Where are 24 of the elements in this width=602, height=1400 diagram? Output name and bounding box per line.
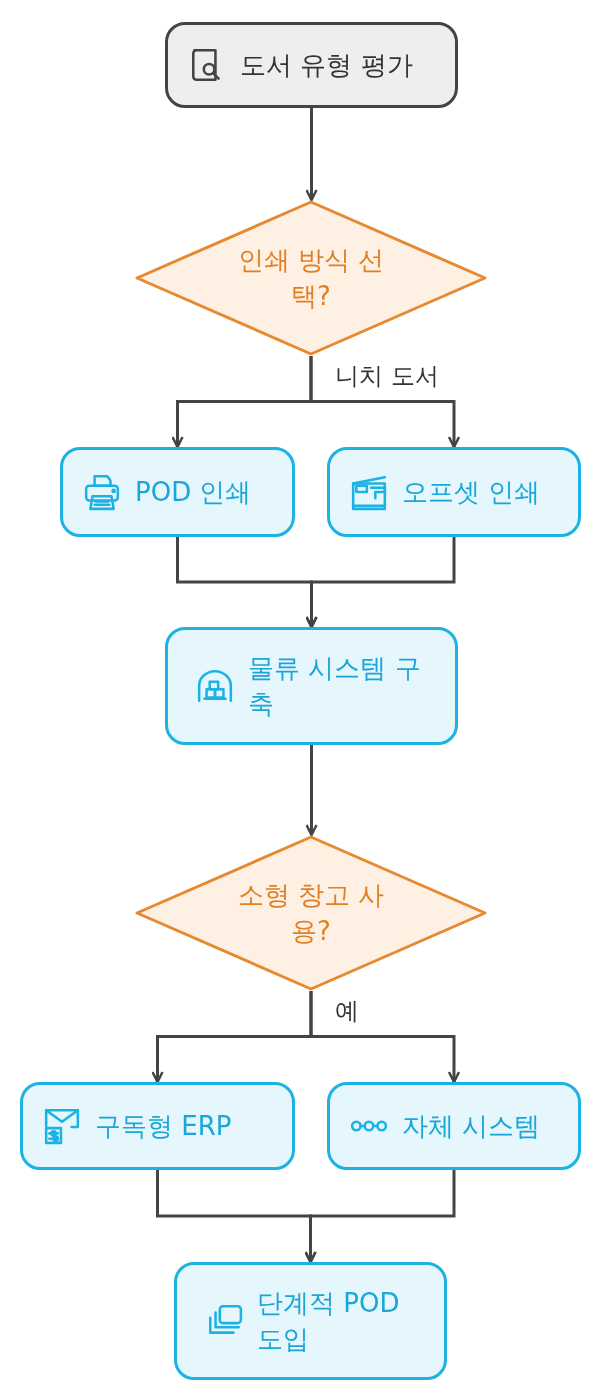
process-box: [174, 1262, 447, 1380]
process-box: [165, 627, 458, 745]
process-box: [327, 1082, 581, 1170]
question-text: 인쇄 방식 선택?: [236, 244, 386, 313]
process-box: [20, 1082, 295, 1170]
step-text: 구독형 ERP: [95, 1110, 232, 1143]
connector-arrow: [305, 108, 318, 202]
decision-diamond: [135, 835, 487, 991]
step-text: 물류 시스템 구축: [248, 652, 422, 721]
step-text: 오프셋 인쇄: [402, 476, 541, 509]
connector-arrow: [305, 745, 318, 837]
connector-arrow: [309, 356, 461, 449]
step-text: 도서 유형 평가: [240, 49, 413, 82]
decision-diamond: [135, 200, 487, 356]
process-box: [165, 22, 458, 108]
question-text: 소형 창고 사용?: [236, 879, 386, 948]
process-box: [327, 447, 581, 537]
connector-arrow: [309, 991, 461, 1084]
connector-arrow: [305, 537, 456, 629]
step-text: 자체 시스템: [402, 1110, 541, 1143]
connector-arrow: [304, 1170, 456, 1264]
step-text: POD 인쇄: [135, 476, 252, 509]
step-text: 단계적 POD 도입: [257, 1287, 401, 1356]
process-box: [60, 447, 295, 537]
